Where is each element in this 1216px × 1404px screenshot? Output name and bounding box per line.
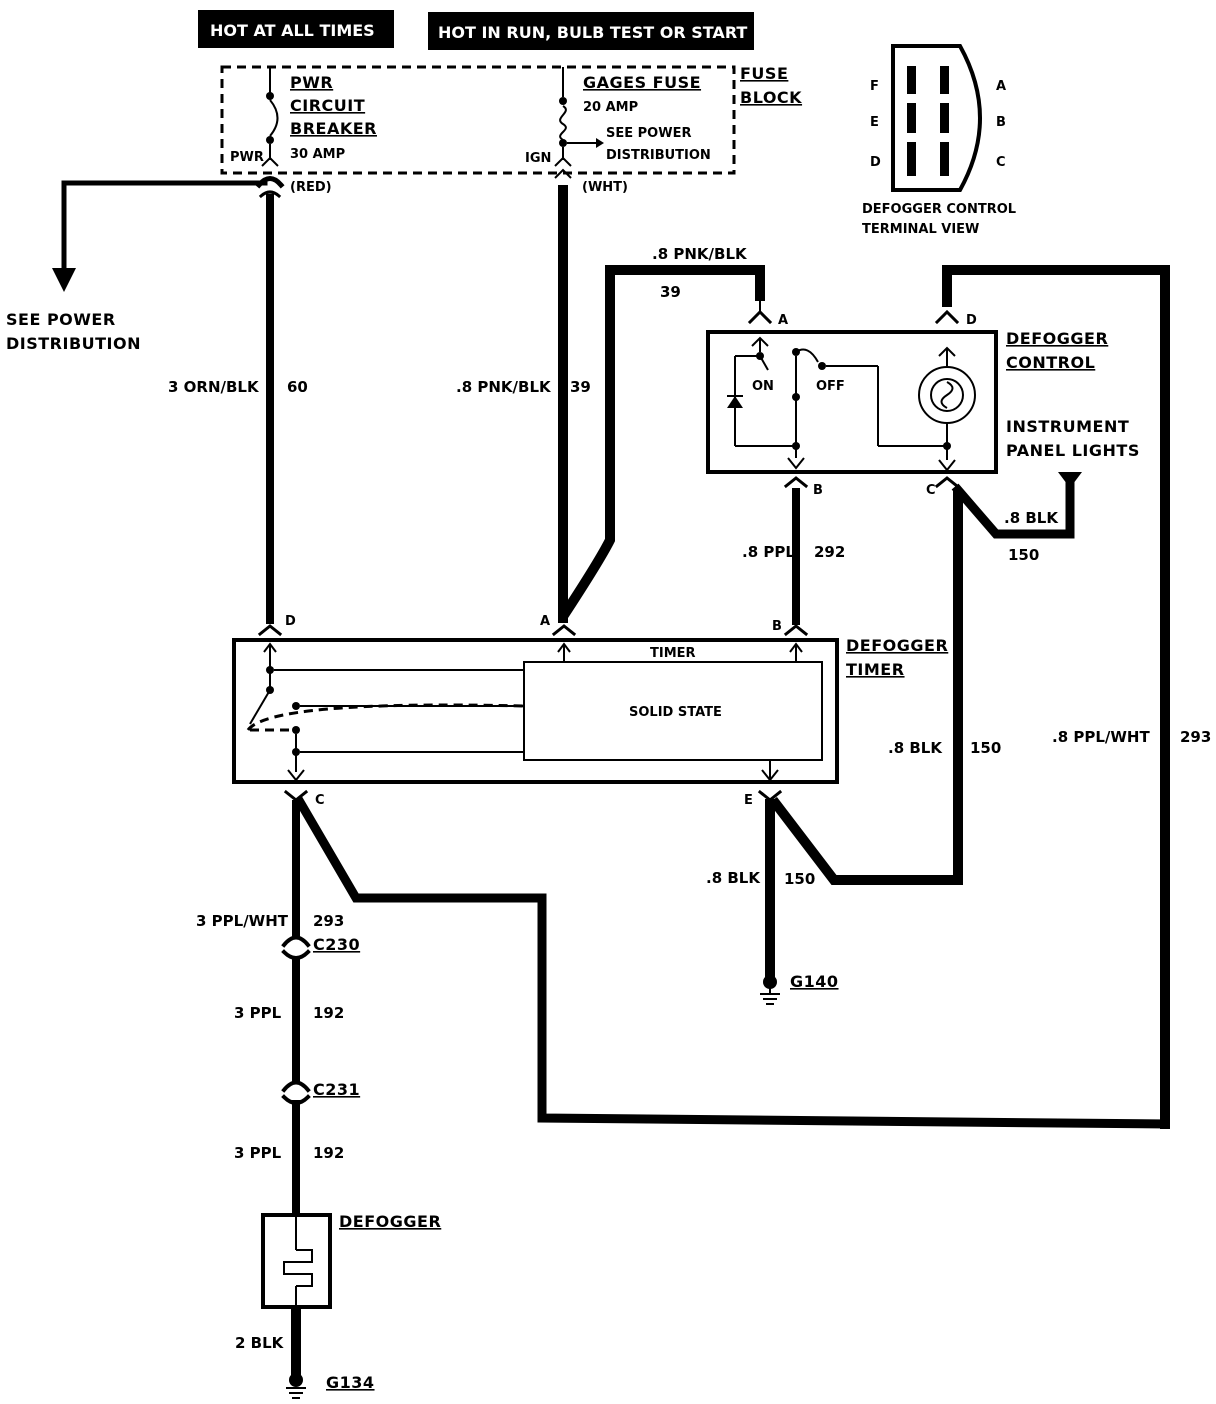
timer-pin-a: A	[540, 614, 550, 629]
fuse-block-label-2: BLOCK	[740, 88, 802, 107]
wire-2-blk-label: 2 BLK	[235, 1334, 285, 1352]
wire-292-label: .8 PPL	[742, 543, 795, 561]
wire-39-from-fuse: .8 PNK/BLK 39	[456, 168, 591, 623]
wire-293-192-to-defogger: 3 PPL/WHT 293 C230 3 PPL 192 C231 3 PPL …	[196, 800, 360, 1218]
wire-293-right-circuit: 293	[1180, 728, 1211, 746]
connector-c231: C231	[313, 1080, 360, 1099]
terminal-pin-b: B	[996, 115, 1006, 130]
timer-pin-c: C	[315, 793, 325, 808]
wire-292-ppl: .8 PPL 292	[742, 488, 845, 626]
wire-150-mid-label: .8 BLK	[888, 739, 943, 757]
fuse-rating: 20 AMP	[583, 100, 638, 115]
breaker-label-1: PWR	[290, 73, 333, 92]
defogger-label: DEFOGGER	[339, 1212, 441, 1231]
wire-150-control-to-timer: .8 BLK 150	[768, 491, 1001, 885]
control-pin-c: C	[926, 483, 936, 498]
wire-60-circuit: 60	[287, 378, 308, 396]
timer-pin-b: B	[772, 619, 782, 634]
control-title-1: DEFOGGER	[1006, 329, 1108, 348]
timer-title-2: TIMER	[846, 660, 905, 679]
wire-192-a-label: 3 PPL	[234, 1004, 282, 1022]
banner-hot-at-all-times: HOT AT ALL TIMES	[198, 10, 394, 48]
wire-150-to-g140: .8 BLK 150 G140	[706, 799, 839, 1005]
ground-g134: G134	[326, 1373, 375, 1392]
fuse-name: GAGES FUSE	[583, 73, 701, 92]
wire-150-ground-label: .8 BLK	[706, 869, 761, 887]
wire-192-b-label: 3 PPL	[234, 1144, 282, 1162]
power-note-1: SEE POWER	[6, 310, 116, 329]
timer-title-1: DEFOGGER	[846, 636, 948, 655]
connector-c230: C230	[313, 935, 360, 954]
fuse-block: FUSE BLOCK PWR CIRCUIT BREAKER 30 AMP PW…	[220, 64, 802, 195]
wire-150-mid-circuit: 150	[970, 739, 1001, 757]
power-note-2: DISTRIBUTION	[6, 334, 141, 353]
banner-hot-in-run: HOT IN RUN, BULB TEST OR START	[428, 12, 754, 50]
terminal-pin-e: E	[870, 115, 879, 130]
banner-hot-in-run-text: HOT IN RUN, BULB TEST OR START	[438, 23, 747, 42]
panel-lights-2: PANEL LIGHTS	[1006, 441, 1140, 460]
wire-60-label: 3 ORN/BLK	[168, 378, 260, 396]
power-circuit-breaker: PWR CIRCUIT BREAKER 30 AMP PWR (RED)	[230, 67, 377, 195]
wire-292-circuit: 292	[814, 543, 845, 561]
terminal-view: F E D A B C DEFOGGER CONTROL TERMINAL VI…	[862, 44, 1016, 237]
wire-293-left-circuit: 293	[313, 912, 344, 930]
control-off-label: OFF	[816, 379, 845, 394]
control-title-2: CONTROL	[1006, 353, 1095, 372]
wire-2-blk-to-g134: 2 BLK G134	[235, 1305, 375, 1399]
breaker-wire-color: (RED)	[290, 180, 332, 195]
breaker-label-3: BREAKER	[290, 119, 377, 138]
fuse-terminal: IGN	[525, 151, 551, 166]
terminal-pin-f: F	[870, 79, 879, 94]
fuse-wire-color: (WHT)	[582, 180, 628, 195]
control-pin-a: A	[778, 313, 788, 328]
wire-39-circuit: 39	[570, 378, 591, 396]
terminal-pin-a: A	[996, 79, 1006, 94]
wire-150-lights-circuit: 150	[1008, 546, 1039, 564]
breaker-rating: 30 AMP	[290, 147, 345, 162]
breaker-terminal: PWR	[230, 150, 264, 165]
wire-39-top-label: .8 PNK/BLK	[652, 245, 748, 263]
terminal-pin-c: C	[996, 155, 1006, 170]
timer-pin-d: D	[285, 614, 296, 629]
defogger-grid: DEFOGGER	[261, 1212, 441, 1309]
control-on-label: ON	[752, 379, 774, 394]
timer-label: TIMER	[650, 646, 696, 661]
fuse-note-1: SEE POWER	[606, 126, 691, 141]
fuse-block-label-1: FUSE	[740, 64, 788, 83]
wire-192-b-circuit: 192	[313, 1144, 344, 1162]
control-pin-d: D	[966, 313, 977, 328]
ground-g140: G140	[790, 972, 839, 991]
timer-solid-state: SOLID STATE	[629, 705, 722, 720]
power-distribution-branch: SEE POWER DISTRIBUTION	[6, 180, 268, 353]
wire-293-left-label: 3 PPL/WHT	[196, 912, 289, 930]
breaker-label-2: CIRCUIT	[290, 96, 365, 115]
terminal-view-caption-1: DEFOGGER CONTROL	[862, 202, 1016, 217]
terminal-view-caption-2: TERMINAL VIEW	[862, 222, 979, 237]
defogger-timer: D A B DEFOGGER TIMER TIMER SOLID STATE	[232, 614, 948, 808]
wire-293-right-label: .8 PPL/WHT	[1052, 728, 1150, 746]
defogger-control: A D ON OFF B C	[706, 265, 1170, 1129]
wire-39-to-control: .8 PNK/BLK 39	[559, 245, 765, 619]
wire-60-orn-blk: 3 ORN/BLK 60	[168, 176, 308, 624]
panel-lights-1: INSTRUMENT	[1006, 417, 1129, 436]
terminal-pin-d: D	[870, 155, 881, 170]
wire-39-top-circuit: 39	[660, 283, 681, 301]
wire-39-label: .8 PNK/BLK	[456, 378, 552, 396]
wire-293-ppl-wht: .8 PPL/WHT 293	[293, 728, 1211, 1129]
timer-pin-e: E	[744, 793, 753, 808]
gages-fuse: GAGES FUSE 20 AMP SEE POWER DISTRIBUTION…	[525, 67, 711, 195]
banner-hot-at-all-times-text: HOT AT ALL TIMES	[210, 21, 375, 40]
control-pin-b: B	[813, 483, 823, 498]
wire-150-panel-lights: .8 BLK 150	[951, 481, 1075, 564]
wire-192-a-circuit: 192	[313, 1004, 344, 1022]
wire-150-ground-circuit: 150	[784, 870, 815, 888]
fuse-note-2: DISTRIBUTION	[606, 148, 711, 163]
wire-150-lights-label: .8 BLK	[1004, 509, 1059, 527]
